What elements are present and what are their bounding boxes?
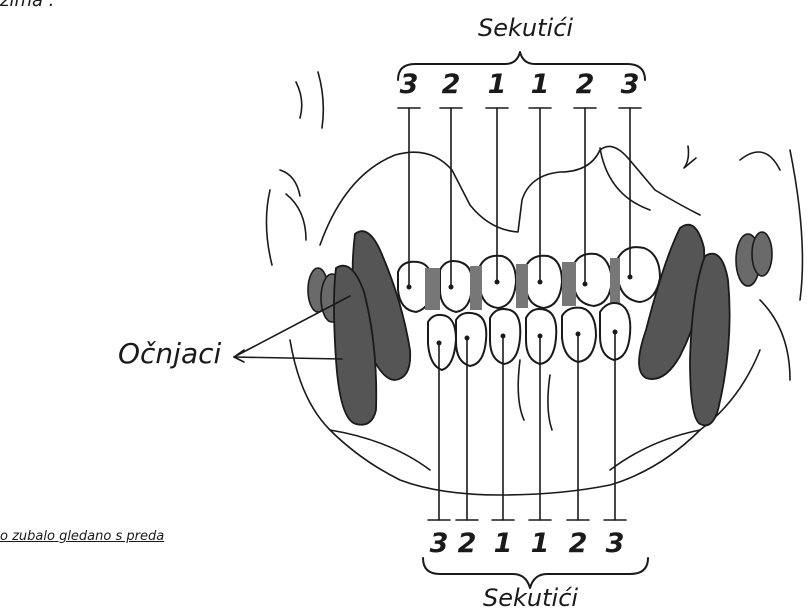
right-molars <box>736 232 772 286</box>
left-cheek-stroke <box>280 170 306 240</box>
lower-incisor-number: 2 <box>458 530 477 557</box>
lower-incisors <box>428 303 630 370</box>
top-cut-text: zima : <box>0 0 55 11</box>
lower-incisor-number: 2 <box>569 530 588 557</box>
canines-label: Očnjaci <box>118 337 221 370</box>
incisors-label-top: Sekutići <box>478 14 573 42</box>
skull-outline-left <box>266 72 323 265</box>
figure-caption: o zubalo gledano s preda <box>0 529 164 544</box>
incisors-label-bottom: Sekutići <box>483 584 578 612</box>
nasal-line <box>600 148 650 210</box>
upper-incisor-number: 3 <box>400 71 419 98</box>
upper-incisor-number: 1 <box>531 71 550 98</box>
upper-incisor-number: 3 <box>621 71 640 98</box>
lower-incisor-number: 1 <box>531 530 550 557</box>
top-brace <box>398 52 645 80</box>
skull-contour <box>320 146 700 245</box>
lower-incisor-number: 3 <box>606 530 625 557</box>
right-tick <box>684 146 696 168</box>
upper-incisor-number: 2 <box>442 71 461 98</box>
upper-incisor-number: 2 <box>576 71 595 98</box>
lower-incisor-number: 3 <box>430 530 449 557</box>
upper-incisor-number: 1 <box>488 71 507 98</box>
lower-incisor-number: 1 <box>494 530 513 557</box>
